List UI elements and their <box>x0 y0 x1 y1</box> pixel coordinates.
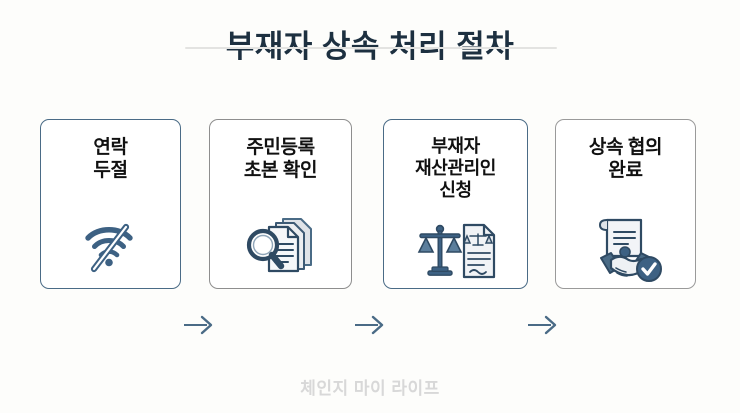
process-flow: 연락 두절 <box>0 119 740 335</box>
wifi-off-icon <box>41 212 180 278</box>
flow-step-card-1[interactable]: 연락 두절 <box>40 119 181 289</box>
flow-step-label-4: 상속 협의 완료 <box>588 137 663 182</box>
page-title: 부재자 상속 처리 절차 <box>225 29 515 64</box>
flow-step-card-4[interactable]: 상속 협의 완료 <box>555 119 696 289</box>
flow-step-label-1: 연락 두절 <box>93 137 128 182</box>
document-search-icon <box>210 212 351 278</box>
legal-scales-document-icon <box>384 218 527 284</box>
arrow-step3-to-step4 <box>527 312 561 338</box>
flow-step-label-3: 부재자 재산관리인 신청 <box>415 136 496 200</box>
flow-step-label-2: 주민등록 초본 확인 <box>243 137 318 182</box>
arrow-step2-to-step3 <box>354 312 388 338</box>
title-divider <box>185 47 557 49</box>
title-block: 부재자 상속 처리 절차 <box>0 29 740 64</box>
flow-step-card-3[interactable]: 부재자 재산관리인 신청 <box>383 119 528 289</box>
flow-step-card-2[interactable]: 주민등록 초본 확인 <box>209 119 352 289</box>
handshake-agreement-icon <box>556 216 695 282</box>
arrow-step1-to-step2 <box>183 312 217 338</box>
brand-watermark: 체인지 마이 라이프 <box>300 379 440 398</box>
